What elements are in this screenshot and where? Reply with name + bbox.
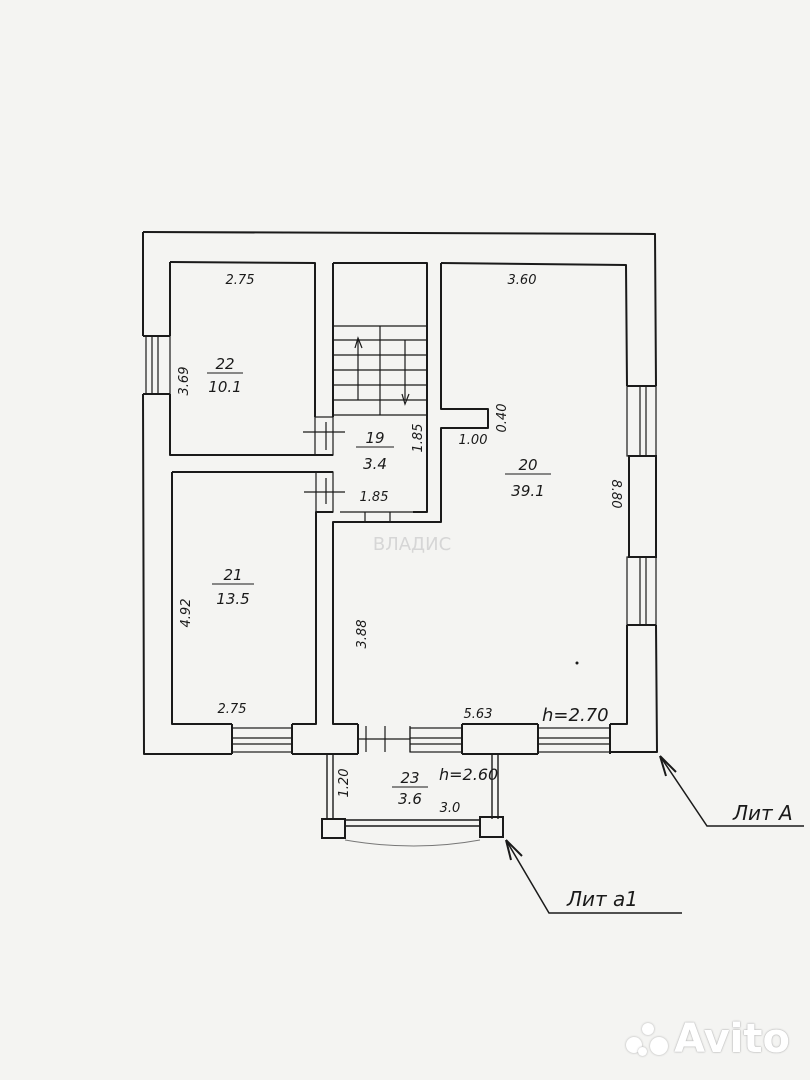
porch: [321, 754, 504, 847]
dim-stair-side: 1.85: [411, 424, 426, 453]
callout-leaders: [505, 755, 804, 914]
porch-post-left: [321, 818, 346, 839]
room-20-west: [332, 263, 489, 725]
room-labels: 22 10.1 21 13.5 19 3.4 20 39.1 23 3.6: [207, 355, 551, 808]
dim-r22-side: 3.69: [177, 367, 192, 396]
stair-arrow-up-icon: [354, 336, 363, 349]
east-pier: [628, 455, 657, 558]
height-porch: h=2.60: [439, 765, 498, 784]
dim-niche-width: 1.00: [459, 433, 488, 448]
room-22-area: 10.1: [208, 378, 241, 396]
callout-labels: Лит А Лит а1: [566, 801, 793, 911]
dim-porch-depth: 1.20: [337, 769, 352, 798]
entrance-door: [358, 726, 411, 752]
height-labels: h=2.70 h=2.60: [439, 705, 609, 784]
speck: [575, 661, 579, 665]
room-20-bottom: [462, 625, 628, 725]
room-23-area: 3.6: [398, 790, 422, 808]
callout-lit-a: Лит А: [732, 801, 793, 825]
avito-watermark: Avito: [624, 1016, 790, 1062]
room-21-area: 13.5: [216, 590, 249, 608]
room-20-top: [440, 262, 628, 387]
window-south-2: [409, 727, 463, 753]
dim-r20-side: 8.80: [608, 480, 623, 509]
room-22-number: 22: [215, 355, 234, 373]
room-23-number: 23: [400, 769, 419, 787]
room-19-area: 3.4: [363, 455, 387, 473]
faint-watermark: ВЛАДИС: [373, 534, 451, 555]
avito-brand-text: Avito: [674, 1016, 790, 1062]
window-south-3: [537, 727, 611, 753]
leader-lit-a: [659, 755, 804, 827]
outer-wall-west: [142, 232, 232, 755]
stair-inner: [333, 262, 428, 513]
window-east-2: [626, 556, 657, 626]
window-south-1: [231, 727, 293, 753]
room-19-number: 19: [365, 429, 384, 447]
leader-lit-a1: [505, 839, 682, 914]
staircase: [333, 325, 427, 523]
dim-r20-inner-side: 3.88: [355, 620, 370, 649]
interior-doors: [303, 416, 345, 513]
room-20-area: 39.1: [511, 482, 544, 500]
height-main: h=2.70: [542, 705, 609, 726]
dim-r21-side: 4.92: [179, 599, 194, 628]
dim-stair-bottom: 1.85: [360, 490, 389, 505]
dimension-labels: 2.75 3.69 2.75 4.92 3.60 8.80 5.63 3.88 …: [177, 273, 623, 816]
dim-r20-top: 3.60: [508, 273, 537, 288]
room-20-number: 20: [518, 456, 537, 474]
dim-r22-top: 2.75: [226, 273, 255, 288]
stair-arrow-down-icon: [401, 393, 410, 406]
west-window-jambs: [143, 335, 170, 395]
windows: [145, 335, 657, 753]
room-22-west: [169, 262, 333, 456]
callout-lit-a1: Лит а1: [566, 887, 638, 911]
dim-porch-width: 3.0: [440, 801, 461, 816]
outer-wall-east-north: [142, 231, 658, 753]
dim-r20-bottom: 5.63: [464, 707, 493, 722]
dim-r21-bottom: 2.75: [218, 702, 247, 717]
avito-logo-icon: [624, 1019, 669, 1059]
room-21-inner: [171, 472, 333, 725]
window-east-1: [626, 385, 657, 457]
dim-niche-depth: 0.40: [495, 404, 510, 433]
room-22-inner: [169, 261, 316, 417]
porch-post-right: [479, 816, 504, 838]
room-21-number: 21: [223, 566, 242, 584]
walls: [142, 231, 658, 755]
east-window-jambs: [627, 385, 656, 626]
